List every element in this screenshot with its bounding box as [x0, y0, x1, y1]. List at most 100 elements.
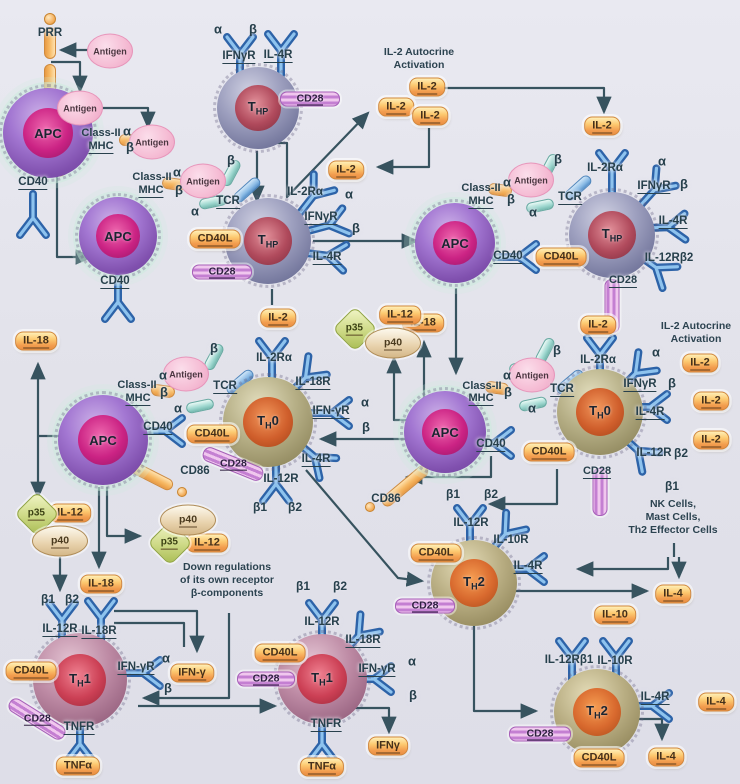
cell-label: APC	[34, 125, 62, 141]
chip-label: IL-2	[336, 163, 356, 178]
label-il-4r: IL-4R	[312, 251, 342, 265]
label-text: Class-II	[461, 182, 501, 194]
label-text: CD40	[18, 176, 48, 190]
label-: β	[409, 688, 417, 703]
label-text: IFN-γR	[312, 405, 350, 419]
label-text: β	[126, 139, 134, 155]
chip-il-18: IL-18	[80, 574, 122, 594]
cell-nucleus	[235, 85, 281, 131]
chip-label: TNFα	[307, 760, 337, 775]
label-text: MHC	[125, 392, 151, 406]
label-text: CD86	[371, 493, 401, 505]
label-mhc: MHC	[468, 392, 494, 406]
annotation-line: Down regulations	[182, 561, 272, 573]
cell-thp-1: THP	[213, 63, 303, 153]
chip-label: IL-2	[690, 356, 710, 371]
label-text: β1	[296, 579, 310, 593]
antigen-label: Antigen	[514, 175, 548, 185]
label-il-2r: IL-2Rα	[287, 186, 323, 198]
cell-nucleus	[77, 414, 129, 466]
label-: α	[658, 154, 666, 169]
label-text: PRR	[37, 27, 63, 39]
label-text: TCR	[213, 380, 237, 394]
label-text: β	[164, 680, 172, 696]
label-class-ii: Class-II	[117, 379, 156, 391]
chip-label: IL-2	[701, 433, 721, 448]
label-tcr: TCR	[558, 191, 582, 205]
cell-nucleus	[432, 220, 478, 266]
label-prr: PRR	[38, 27, 62, 39]
chip-label: IFNγ	[376, 739, 400, 754]
cell-th2-1: TH2	[427, 536, 521, 630]
label-text: β2	[288, 500, 302, 514]
annotation-line: β-components	[190, 587, 264, 599]
label-cd28: CD28	[608, 274, 638, 288]
cell-label: TH1	[311, 670, 333, 688]
label-text: MHC	[468, 195, 494, 209]
label-text: β	[249, 21, 257, 37]
arrow	[472, 626, 539, 719]
chip-il-2: IL-2	[328, 160, 364, 180]
label-text: α	[528, 400, 536, 416]
label-il-12r: IL-12R	[453, 517, 488, 529]
label-text: α	[191, 203, 199, 219]
label-il-4r: IL-4R	[263, 49, 293, 63]
cell-label: THP	[601, 226, 623, 244]
annotation-line: Mast Cells,	[645, 511, 701, 523]
label-text: α	[503, 174, 511, 190]
capsule-cd28: CD28	[280, 91, 340, 107]
label-text: β	[680, 176, 688, 192]
chip-label: IL-12	[57, 506, 83, 521]
label-il-2r: IL-2Rα	[580, 354, 616, 366]
antigen-particle: Antigen	[508, 162, 554, 198]
cell-nucleus	[422, 409, 468, 455]
cell-nucleus	[96, 214, 140, 258]
cell-nucleus	[243, 216, 293, 266]
cell-label: APC	[441, 235, 469, 251]
label-1: β1	[296, 579, 310, 593]
label-1: β1	[446, 487, 460, 501]
label-ifn-r: IFNγR	[304, 211, 338, 225]
label-text: IFNγR	[222, 50, 256, 64]
prr-tip	[44, 13, 56, 25]
label-cd40: CD40	[18, 176, 48, 190]
label-il-12r: IL-12R	[636, 447, 671, 459]
label-text: MHC	[468, 392, 494, 406]
label-text: TCR	[216, 195, 240, 209]
arrow	[375, 128, 431, 175]
capsule-label: CD28	[219, 457, 247, 471]
label-2: β2	[288, 500, 302, 514]
label-text: Class-II	[462, 380, 502, 392]
antigen-label: Antigen	[93, 46, 127, 56]
annotation-line: IL-2 Autocrine	[383, 46, 455, 58]
cell-nucleus	[242, 396, 294, 448]
chip-cd40l: CD40L	[189, 229, 241, 249]
label-: β	[227, 153, 235, 168]
label-text: β	[210, 340, 218, 356]
chip-ifn: IFN-γ	[170, 663, 214, 683]
label-il-12r-1: IL-12Rβ1	[545, 654, 594, 666]
chip-tnf: TNFα	[299, 757, 345, 777]
cell-label: APC	[104, 228, 132, 244]
cell-nucleus	[296, 653, 348, 705]
label-il-12r: IL-12R	[263, 473, 298, 485]
label-tnfr: TNFR	[63, 721, 95, 735]
label-text: β2	[333, 579, 347, 593]
antigen-label: Antigen	[135, 137, 169, 147]
chip-label: IL-2	[592, 119, 612, 134]
arrow	[105, 487, 143, 544]
label-text: β	[175, 182, 183, 198]
arrow	[575, 557, 670, 577]
label-text: CD40	[493, 250, 523, 264]
chip-il-2: IL-2	[584, 116, 620, 136]
label-text: α	[529, 204, 537, 220]
label-2: β2	[65, 592, 79, 606]
annotation-line: of its own receptor	[180, 574, 274, 586]
capsule-label: CD28	[252, 672, 280, 686]
chip-tnf: TNFα	[55, 756, 101, 776]
label-text: IFN-γR	[117, 661, 155, 675]
chip-label: IL-2	[417, 80, 437, 95]
cell-label: TH2	[586, 703, 608, 721]
